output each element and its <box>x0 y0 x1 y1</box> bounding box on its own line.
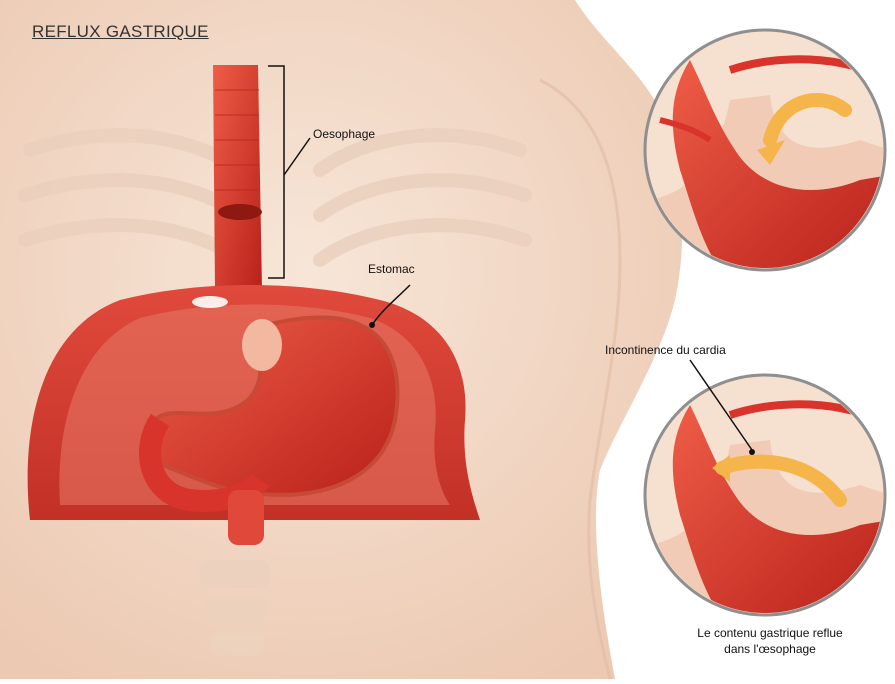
page-title: REFLUX GASTRIQUE <box>32 22 209 42</box>
oesophage-label: Oesophage <box>313 127 375 141</box>
caption: Le contenu gastrique reflue dans l'œsoph… <box>660 625 880 657</box>
incontinence-label: Incontinence du cardia <box>605 343 726 357</box>
caption-line-1: Le contenu gastrique reflue <box>660 625 880 641</box>
estomac-label: Estomac <box>368 262 415 276</box>
esophagus <box>213 65 262 290</box>
caption-line-2: dans l'œsophage <box>660 641 880 657</box>
